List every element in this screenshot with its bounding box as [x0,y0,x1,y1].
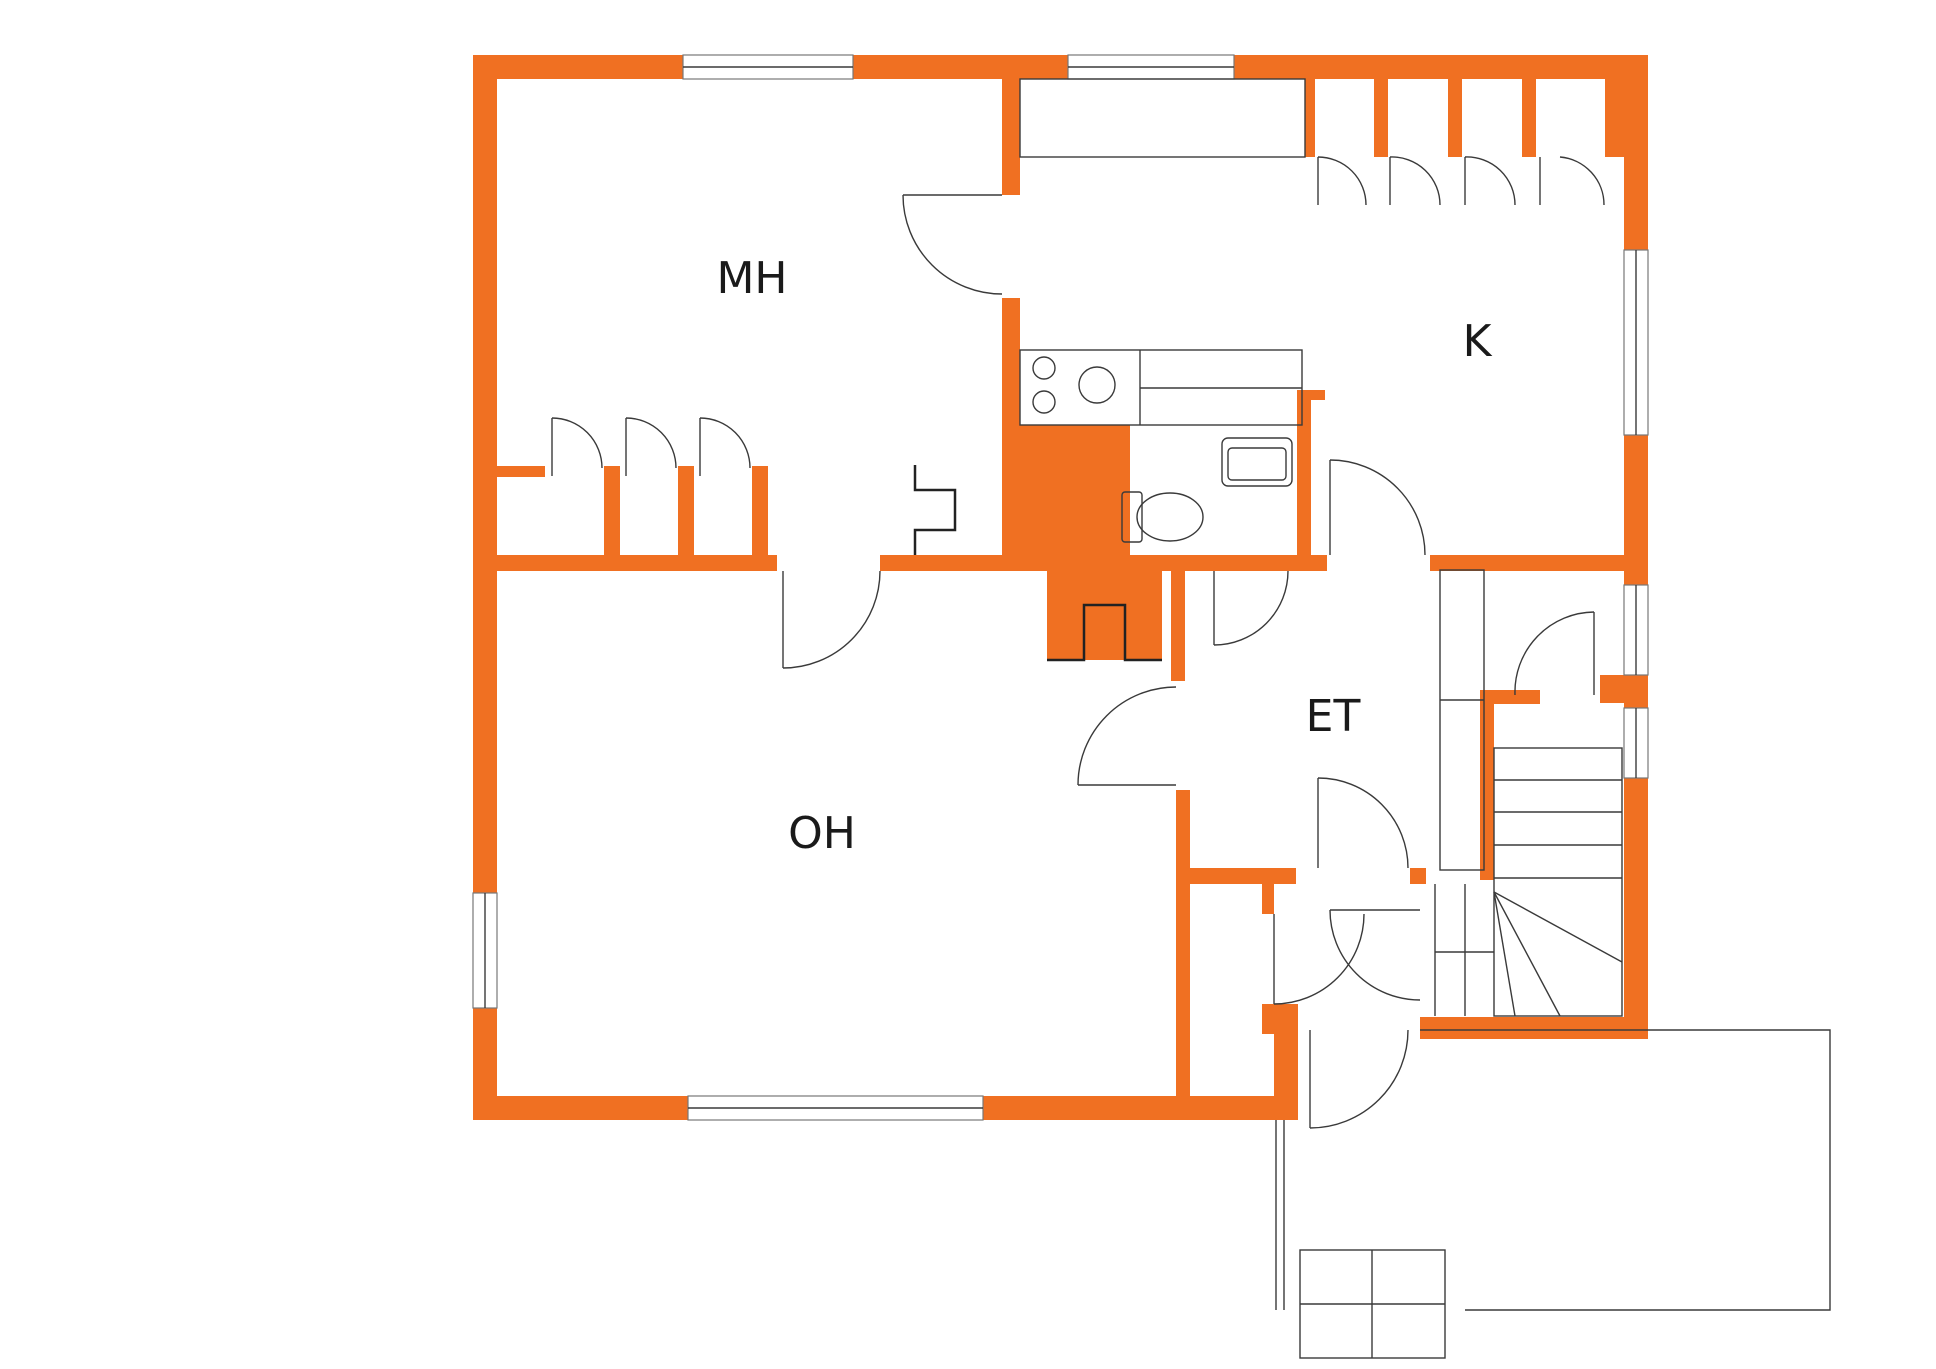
closet-divider-4 [1522,79,1536,157]
closet-divider-5 [1605,79,1624,157]
windows [472,54,1649,1121]
et-left-wall [1171,571,1185,681]
mh-oh-partition-2 [880,555,1060,571]
et-bottom-stub [1410,868,1426,884]
door-mh-closets [551,417,751,476]
wc-right-stub [1311,390,1325,400]
et-left-wall-lower [1176,790,1190,880]
door-stair [1514,611,1595,696]
vestibule-wall [1262,1004,1298,1034]
wc-sink [1221,437,1293,487]
et-storage [1439,569,1485,871]
room-label-oh: OH [788,808,856,859]
door-mh [902,194,1003,295]
mh-closet-top-left [497,466,545,477]
mh-oh-partition [497,555,777,571]
fixtures [913,78,1831,1359]
closet-divider-1 [1305,79,1315,157]
door-et-closet [1317,777,1409,869]
closet-divider-3 [1448,79,1462,157]
door-k-et [1329,459,1426,556]
lower-right-wall [1274,1017,1298,1120]
wc-bottom-wall [1117,555,1317,571]
mh-k-partition [1002,79,1020,195]
wc-toilet-bowl [1136,492,1204,542]
door-entrance [1309,1029,1409,1129]
stove-burner-3 [1078,366,1116,404]
stair-left-wall [1480,690,1494,880]
fireplace-mh [913,465,957,555]
closet-divider-2 [1374,79,1388,157]
door-oh [782,570,881,669]
doors [551,156,1605,1129]
mh-closet-divider-2 [678,466,694,556]
terrace [1275,1029,1831,1359]
et-bottom-wall [1176,868,1296,884]
door-vestibule [1273,909,1421,1005]
kitchen-upper-shelf [1019,78,1306,158]
chimney-lower [1047,565,1162,660]
stove-burner-1 [1032,356,1056,380]
door-wc [1213,570,1289,646]
stair-top-wall [1480,690,1540,704]
chimney-wc-wall [1117,425,1130,565]
oh-storage-wall [1176,870,1190,1096]
wc-bottom-stub [1282,555,1327,571]
walls [473,55,1648,1120]
wc-right-wall [1297,390,1311,570]
door-et-oh [1077,686,1177,786]
room-label-k: K [1463,316,1493,367]
k-et-wall [1430,555,1648,571]
room-label-mh: MH [716,253,787,304]
staircase [1434,747,1623,1017]
fireplace-oh [1047,603,1162,662]
wc-toilet-tank [1121,491,1143,543]
door-k-closets [1317,156,1605,206]
mh-closet-divider-3 [752,466,768,556]
stair-bottom-wall [1420,1017,1648,1039]
outer-wall-right [1624,55,1648,1035]
chimney-block [1002,425,1117,570]
room-labels: MH K ET OH [716,253,1492,859]
mh-closet-divider-1 [604,466,620,556]
room-label-et: ET [1306,691,1361,742]
vestibule-stub [1262,884,1274,914]
stove-burner-2 [1032,390,1056,414]
outer-wall-top [473,55,1648,79]
right-wall-stub [1600,675,1648,703]
